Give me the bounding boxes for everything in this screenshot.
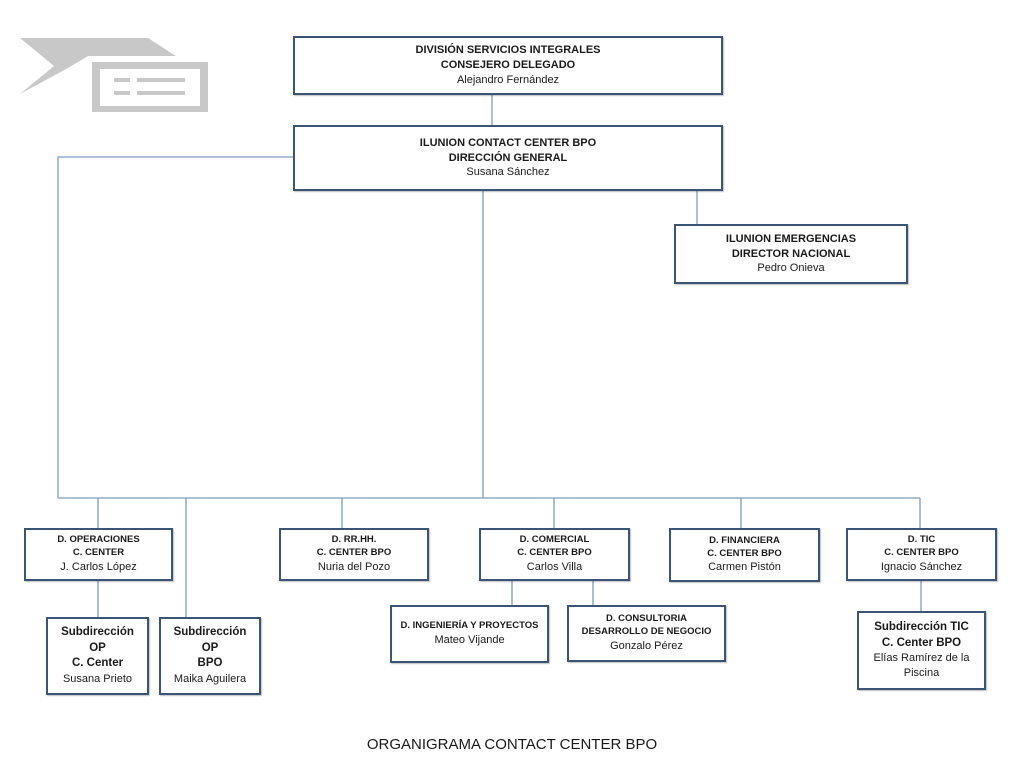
node-title: ILUNION EMERGENCIAS	[725, 232, 857, 245]
node-person: Elías Ramírez de la Piscina	[873, 652, 970, 680]
ilunion-logo-icon	[20, 38, 208, 112]
node-title: D. TIC	[907, 534, 936, 546]
node-role: C. CENTER	[72, 547, 125, 559]
node-subdireccion-op-bpo: Subdirección OP BPO Maika Aguilera	[159, 617, 261, 695]
node-person: Nuria del Pozo	[317, 560, 391, 573]
node-role: C. CENTER BPO	[884, 547, 959, 559]
node-title: ILUNION CONTACT CENTER BPO	[419, 136, 597, 149]
node-person: Maika Aguilera	[173, 672, 247, 685]
node-subdireccion-op-cc: Subdirección OP C. Center Susana Prieto	[46, 617, 149, 695]
node-person: Alejandro Fernández	[456, 73, 560, 86]
node-role: DIRECCIÓN GENERAL	[448, 151, 568, 164]
node-role: BPO	[197, 657, 223, 670]
node-title: D. CONSULTORIA	[606, 613, 687, 625]
node-d-rrhh: D. RR.HH. C. CENTER BPO Nuria del Pozo	[279, 528, 429, 581]
node-person: Pedro Onieva	[757, 262, 825, 275]
node-title: D. FINANCIERA	[709, 534, 780, 546]
node-title: Subdirección TIC	[874, 621, 969, 634]
node-role: DESARROLLO DE NEGOCIO	[581, 626, 712, 638]
node-title: D. OPERACIONES	[57, 534, 140, 546]
node-title: Subdirección OP	[173, 626, 247, 654]
node-subdireccion-tic: Subdirección TIC C. Center BPO Elías Ram…	[857, 611, 986, 690]
node-role: DIRECTOR NACIONAL	[731, 247, 851, 260]
node-role: C. Center BPO	[881, 636, 962, 649]
node-person: Carlos Villa	[526, 560, 583, 573]
node-d-consultoria: D. CONSULTORIA DESARROLLO DE NEGOCIO Gon…	[567, 605, 726, 662]
node-role: C. Center	[71, 657, 124, 670]
node-role: C. CENTER BPO	[517, 547, 592, 559]
node-d-comercial: D. COMERCIAL C. CENTER BPO Carlos Villa	[479, 528, 630, 581]
node-d-ingenieria-proyectos: D. INGENIERÍA Y PROYECTOS Mateo Vijande	[390, 605, 549, 663]
node-person: Carmen Pistón	[708, 561, 781, 574]
node-person: Susana Sánchez	[466, 166, 550, 179]
node-title: Subdirección OP	[61, 626, 134, 654]
node-title: D. INGENIERÍA Y PROYECTOS	[400, 620, 539, 632]
node-ilunion-contact-center: ILUNION CONTACT CENTER BPO DIRECCIÓN GEN…	[293, 125, 723, 191]
node-person: J. Carlos López	[60, 560, 137, 573]
node-person: Ignacio Sánchez	[880, 560, 963, 573]
node-person: Mateo Vijande	[434, 633, 505, 646]
node-role: C. CENTER BPO	[707, 547, 782, 559]
node-role: C. CENTER BPO	[316, 547, 392, 559]
node-d-financiera: D. FINANCIERA C. CENTER BPO Carmen Pistó…	[669, 528, 820, 582]
node-d-operaciones: D. OPERACIONES C. CENTER J. Carlos López	[24, 528, 173, 581]
node-person: Susana Prieto	[62, 672, 133, 685]
node-ilunion-emergencias: ILUNION EMERGENCIAS DIRECTOR NACIONAL Pe…	[674, 224, 908, 284]
node-role: CONSEJERO DELEGADO	[440, 59, 576, 72]
node-person: Gonzalo Pérez	[610, 639, 683, 652]
node-title: D. COMERCIAL	[519, 534, 590, 546]
node-title: D. RR.HH.	[331, 534, 377, 546]
node-division-servicios-integrales: DIVISIÓN SERVICIOS INTEGRALES CONSEJERO …	[293, 36, 723, 95]
node-title: DIVISIÓN SERVICIOS INTEGRALES	[415, 44, 601, 57]
node-d-tic: D. TIC C. CENTER BPO Ignacio Sánchez	[846, 528, 997, 581]
diagram-caption: ORGANIGRAMA CONTACT CENTER BPO	[366, 736, 658, 753]
